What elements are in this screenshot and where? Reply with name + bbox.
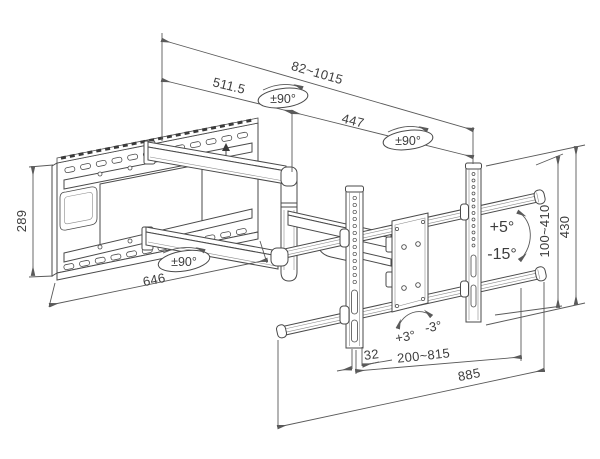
tv-rail-right (460, 162, 482, 323)
label-extension-range: 82~1015 (290, 58, 345, 87)
dimension-labels: 82~1015 511.5 447 ±90° ±90° ±90° 289 646… (14, 58, 572, 384)
label-bar-length: 885 (457, 365, 482, 384)
rail-hook-icon (339, 228, 350, 248)
label-swivel-wall: ±90° (171, 255, 197, 269)
rail-hook-icon (460, 203, 469, 221)
label-plate-width: 646 (142, 270, 167, 289)
label-level-minus: -3° (424, 318, 443, 336)
label-swivel-elbow: ±90° (270, 92, 296, 106)
vesa-head-plate (385, 212, 429, 313)
label-bracket-height: 430 (557, 216, 572, 239)
upper-arm (147, 141, 298, 187)
label-bar-vertical-range: 100~410 (537, 204, 552, 257)
elbow-joint-cap (270, 247, 289, 267)
label-rail-offset: 32 (363, 346, 380, 363)
label-plate-height: 289 (14, 210, 29, 233)
label-level-plus: +3° (394, 327, 416, 345)
level-arc (395, 309, 434, 330)
label-bracket-spacing: 200~815 (396, 345, 450, 365)
rail-hook-icon (339, 305, 350, 325)
plate-handle-cutout (59, 186, 98, 231)
label-tilt-up: +5° (490, 219, 515, 236)
label-tilt-down: -15° (487, 246, 517, 263)
rail-hook-icon (460, 280, 469, 298)
tv-rail-left (339, 185, 364, 349)
label-arm-length-2: 447 (340, 111, 366, 131)
swivel-indicators (157, 84, 434, 273)
label-swivel-head: ±90° (395, 134, 421, 148)
tilt-arc (516, 209, 531, 263)
dimension-lines (28, 33, 586, 430)
